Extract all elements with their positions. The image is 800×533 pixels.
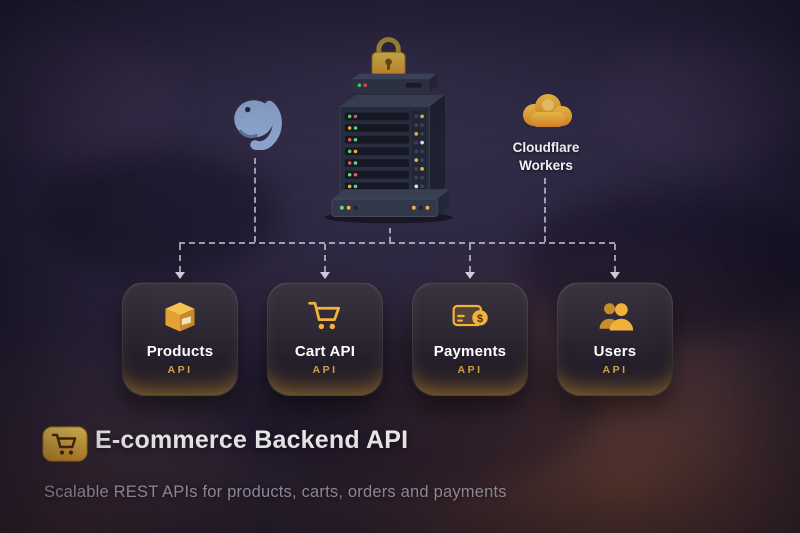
cloudflare-label-line1: Cloudflare	[512, 140, 580, 155]
card-title: Users	[593, 343, 637, 360]
card-api-tag: API	[312, 364, 338, 376]
cloudflare-workers-icon	[523, 94, 572, 127]
card-users-api: Users API	[557, 282, 673, 396]
connector-products	[179, 244, 181, 272]
arrow-down-icon	[610, 272, 620, 279]
arrow-down-icon	[465, 272, 475, 279]
payment-terminal-icon: $	[449, 296, 491, 336]
card-api-tag: API	[602, 364, 628, 376]
card-title: Products	[146, 343, 214, 360]
connector-cloudflare	[544, 178, 546, 242]
svg-text:$: $	[477, 313, 483, 325]
connector-payments	[469, 244, 471, 272]
card-api-tag: API	[457, 364, 483, 376]
arrow-down-icon	[175, 272, 185, 279]
package-icon	[159, 296, 201, 336]
padlock-icon	[371, 37, 406, 77]
arrow-down-icon	[320, 272, 330, 279]
connector-bus	[179, 242, 615, 244]
connector-users	[614, 244, 616, 272]
connector-postgres	[254, 158, 256, 242]
card-api-tag: API	[167, 364, 193, 376]
card-title: Cart API	[294, 343, 356, 360]
shopping-cart-icon	[304, 296, 346, 336]
cart-badge-icon	[42, 424, 88, 469]
postgresql-elephant-icon	[228, 94, 284, 151]
page-subtitle: Scalable REST APIs for products, carts, …	[44, 483, 507, 501]
connector-cart	[324, 244, 326, 272]
card-payments-api: $ Payments API	[412, 282, 528, 396]
server-rack-with-padlock-icon	[303, 28, 478, 230]
cloud-texture	[600, 40, 800, 160]
card-title: Payments	[433, 343, 507, 360]
page-title: E-commerce Backend API	[95, 426, 409, 454]
cloudflare-workers-label: Cloudflare Workers	[500, 139, 592, 175]
card-cart-api: Cart API API	[267, 282, 383, 396]
cloud-texture	[0, 30, 180, 160]
cloudflare-workers-node: Cloudflare Workers	[500, 90, 592, 175]
connector-server	[389, 228, 391, 242]
users-icon	[594, 296, 636, 336]
cloudflare-label-line2: Workers	[519, 158, 573, 174]
cloud-texture	[40, 150, 280, 280]
card-products-api: Products API	[122, 282, 238, 396]
